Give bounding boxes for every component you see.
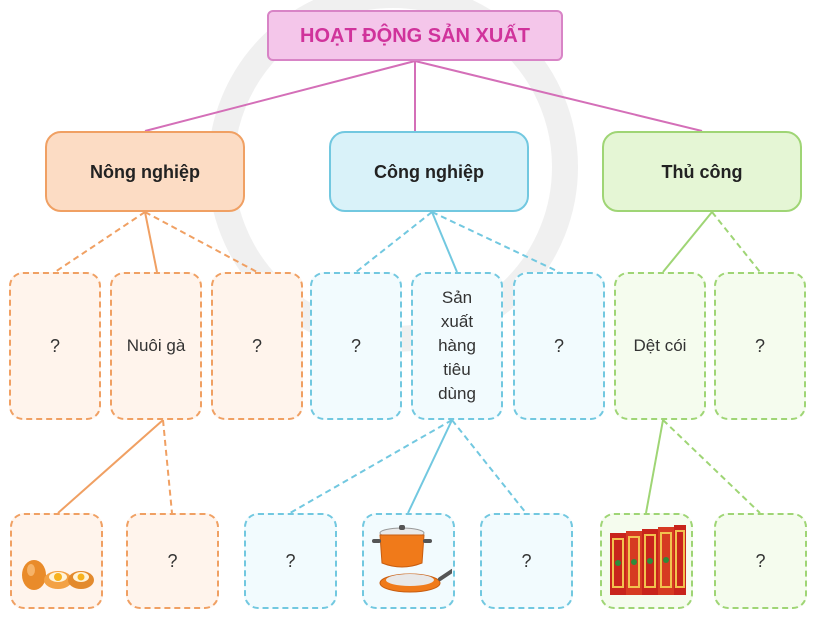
connector-ind-item3	[431, 211, 560, 273]
connector-ind-item1	[355, 211, 433, 273]
category-handicraft: Thủ công	[602, 131, 802, 212]
root-label: HOẠT ĐỘNG SẢN XUẤT	[300, 24, 530, 47]
activity-label: ?	[251, 336, 262, 356]
activity-box: Nuôi gà	[110, 272, 202, 420]
product-box: ?	[480, 513, 573, 609]
product-box-mats	[600, 513, 693, 609]
connector-weaving-mats	[645, 419, 664, 514]
activity-box: ?	[211, 272, 303, 420]
category-label: Thủ công	[661, 161, 743, 182]
activity-box: ?	[714, 272, 806, 420]
cookware-icon	[372, 525, 452, 593]
product-label: ?	[167, 551, 178, 571]
category-industry: Công nghiệp	[329, 131, 529, 212]
category-label: Nông nghiệp	[90, 161, 200, 182]
sedge-mats-icon	[610, 525, 686, 595]
eggs-icon	[22, 560, 94, 590]
connector-craft-item2	[711, 211, 761, 273]
activity-label: Dệt cói	[633, 336, 687, 355]
connector-root-agriculture	[144, 60, 416, 132]
connector-chicken-product2	[162, 419, 173, 514]
connector-craft-item1	[662, 211, 713, 273]
connector-ind-item2	[431, 211, 458, 273]
connector-goods-cookware	[407, 419, 453, 514]
connector-agri-item1	[54, 211, 146, 273]
category-label: Công nghiệp	[374, 161, 484, 182]
activity-label: ?	[754, 336, 765, 356]
activity-box: Dệt cói	[614, 272, 706, 420]
product-box-eggs	[10, 513, 103, 609]
activity-label: Sản xuất hàng tiêu dùng	[438, 288, 476, 403]
activity-box: Sản xuất hàng tiêu dùng	[411, 272, 503, 420]
connector-agri-item2	[144, 211, 158, 273]
root-node: HOẠT ĐỘNG SẢN XUẤT	[267, 10, 563, 61]
product-box: ?	[126, 513, 219, 609]
activity-label: ?	[350, 336, 361, 356]
product-label: ?	[285, 551, 296, 571]
connector-chicken-eggs	[57, 419, 164, 514]
product-label: ?	[521, 551, 532, 571]
product-box: ?	[244, 513, 337, 609]
product-box-cookware	[362, 513, 455, 609]
activity-label: ?	[553, 336, 564, 356]
category-agriculture: Nông nghiệp	[45, 131, 245, 212]
activity-label: Nuôi gà	[126, 336, 186, 355]
connector-goods-product3	[451, 419, 527, 514]
activity-box: ?	[513, 272, 605, 420]
connector-root-handicraft	[414, 60, 703, 132]
connector-goods-product1	[289, 419, 453, 514]
activity-box: ?	[310, 272, 402, 420]
connector-weaving-product2	[662, 419, 761, 514]
activity-box: ?	[9, 272, 101, 420]
product-box: ?	[714, 513, 807, 609]
activity-label: ?	[49, 336, 60, 356]
product-label: ?	[755, 551, 766, 571]
connector-agri-item3	[144, 211, 258, 273]
